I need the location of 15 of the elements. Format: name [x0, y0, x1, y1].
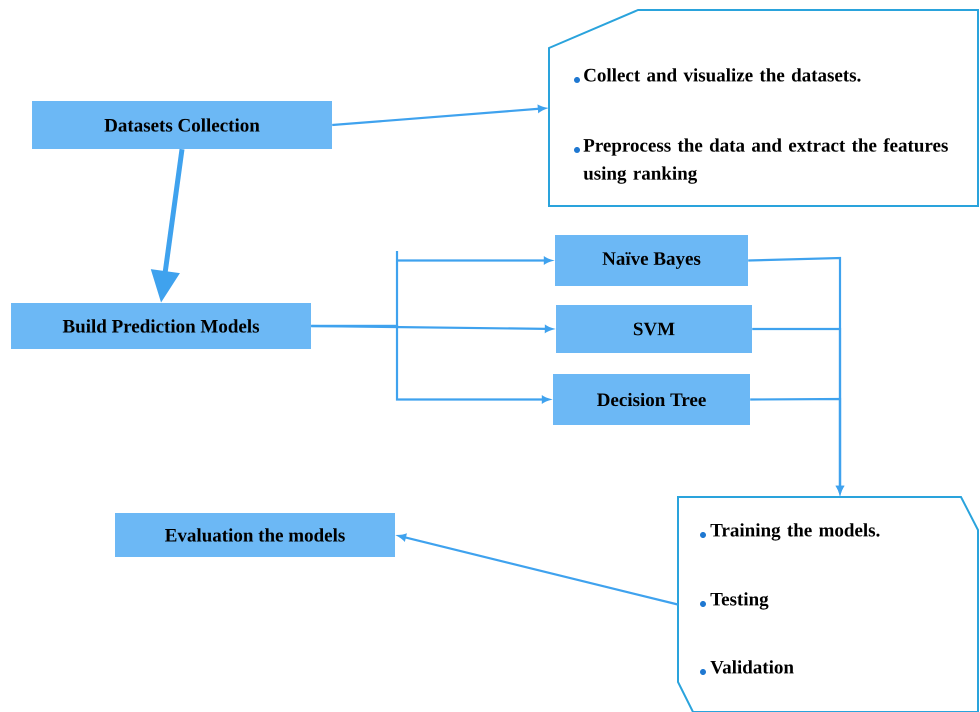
bullet-text: Testing: [710, 592, 768, 610]
process-box: Naïve Bayes: [555, 235, 748, 286]
arrow: [750, 398, 844, 494]
process-box: SVM: [556, 305, 752, 353]
process-box: Datasets Collection: [32, 101, 332, 149]
bullet-text: Collect and visualize the datasets.: [584, 68, 860, 82]
process-box: Evaluation the models: [115, 513, 395, 557]
arrow: [332, 105, 546, 126]
arrow: [311, 324, 550, 404]
bullet-text: Validation: [710, 660, 794, 674]
bullet-text: Training the models.: [710, 523, 880, 541]
bullet-text: Preprocess the data and extract the features using ranking: [583, 138, 948, 184]
process-box: Build Prediction Models: [11, 303, 311, 349]
process-box: Decision Tree: [553, 374, 750, 425]
arrow: [398, 534, 678, 606]
